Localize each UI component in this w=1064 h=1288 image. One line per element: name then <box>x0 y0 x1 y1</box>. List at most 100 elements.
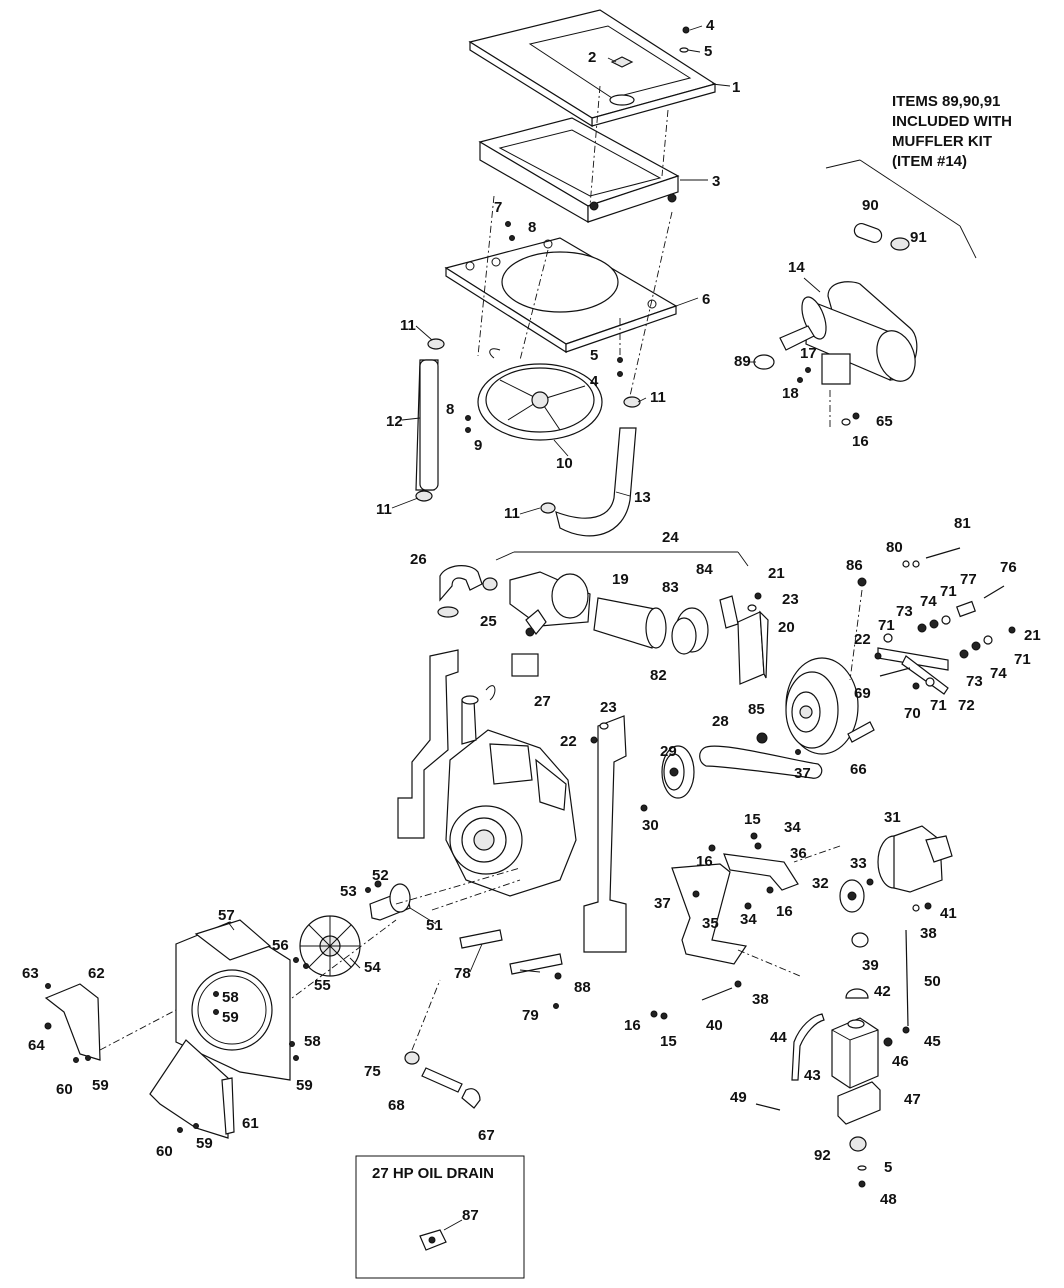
callout-11b: 11 <box>650 389 666 406</box>
part-62-guard <box>44 983 101 1061</box>
part-41-nut <box>924 902 932 910</box>
part-25-clamp <box>437 606 459 618</box>
callout-63: 63 <box>22 965 39 982</box>
part-14-muffler <box>779 281 918 385</box>
part-53-screw <box>365 887 371 893</box>
callout-51: 51 <box>426 917 443 934</box>
callout-41: 41 <box>940 905 957 922</box>
part-63-screw <box>45 983 51 989</box>
callout-45: 45 <box>924 1033 941 1050</box>
part-81-bolt <box>925 547 961 559</box>
muffler-kit-note-line-4: (ITEM #14) <box>892 153 967 170</box>
part-61-guard <box>149 1039 235 1139</box>
part-16-washer-c <box>650 1010 658 1018</box>
part-73-nut-b <box>959 649 969 659</box>
callout-75: 75 <box>364 1063 381 1080</box>
part-27-bowl <box>511 653 539 677</box>
part-8-washer <box>509 235 515 241</box>
callout-20: 20 <box>778 619 795 636</box>
part-5-washer-b <box>617 357 623 363</box>
part-37-screw-a <box>795 749 801 755</box>
callout-8a: 8 <box>528 219 536 236</box>
callout-4a: 4 <box>706 17 715 34</box>
callout-90: 90 <box>862 197 879 214</box>
callout-31: 31 <box>884 809 901 826</box>
part-90-pipe-stub <box>853 223 883 243</box>
callout-77: 77 <box>960 571 977 588</box>
part-32-pulley <box>839 879 865 913</box>
part-23-washer-b <box>599 722 609 730</box>
callout-58b: 58 <box>304 1033 321 1050</box>
part-57-shroud <box>175 919 291 1081</box>
part-56-screw <box>293 957 299 963</box>
part-88-washer <box>554 972 562 980</box>
callout-8b: 8 <box>446 401 454 418</box>
callout-32: 32 <box>812 875 829 892</box>
callout-17: 17 <box>800 345 817 362</box>
callout-79: 79 <box>522 1007 539 1024</box>
part-33-key <box>866 878 874 886</box>
callout-62: 62 <box>88 965 105 982</box>
part-86-nut <box>857 577 867 587</box>
callout-60b: 60 <box>156 1143 173 1160</box>
part-60-screw-b <box>177 1127 183 1133</box>
part-18-nut <box>797 377 803 383</box>
callout-92: 92 <box>814 1147 831 1164</box>
part-66-clutch <box>785 657 875 755</box>
callout-66: 66 <box>850 761 867 778</box>
callout-9: 9 <box>474 437 482 454</box>
callout-25: 25 <box>480 613 497 630</box>
callout-82: 82 <box>650 667 667 684</box>
part-59-nut-c <box>85 1055 91 1061</box>
callout-7: 7 <box>494 199 502 216</box>
callout-14: 14 <box>788 259 805 276</box>
callout-78: 78 <box>454 965 471 982</box>
callout-15b: 15 <box>660 1033 677 1050</box>
part-52-washer <box>374 880 382 888</box>
part-74-spacer-a <box>929 619 939 629</box>
callout-47: 47 <box>904 1091 921 1108</box>
part-80-washer-a <box>902 560 910 568</box>
part-69-bolt <box>879 667 911 677</box>
part-15-bolt-a <box>750 832 758 840</box>
part-75-fitting <box>404 1051 420 1065</box>
part-78-plates <box>459 929 563 975</box>
part-77-spacer <box>956 600 976 618</box>
part-13-hose <box>555 427 637 537</box>
part-35-bracket <box>671 863 748 965</box>
part-8-washer-b <box>465 415 471 421</box>
part-34-screw-a <box>754 842 762 850</box>
part-12-hose <box>415 359 439 491</box>
part-45-fitting <box>902 1026 910 1034</box>
callout-36: 36 <box>790 845 807 862</box>
part-43-reservoir <box>831 1017 879 1089</box>
callout-55: 55 <box>314 977 331 994</box>
callout-67: 67 <box>478 1127 495 1144</box>
callout-12: 12 <box>386 413 403 430</box>
engine-bracket-left <box>397 649 459 839</box>
callout-68: 68 <box>388 1097 405 1114</box>
callout-65: 65 <box>876 413 893 430</box>
part-16-washer-b <box>766 886 774 894</box>
part-83-coupling <box>671 607 709 655</box>
part-65-bolt <box>852 412 860 420</box>
part-16-washer <box>841 418 851 426</box>
callout-3: 3 <box>712 173 720 190</box>
callout-86: 86 <box>846 557 863 574</box>
callout-39: 39 <box>862 957 879 974</box>
part-54-fan <box>299 915 361 977</box>
part-27-valve <box>525 627 535 637</box>
part-73-nut-a <box>917 623 927 633</box>
callout-76: 76 <box>1000 559 1017 576</box>
callout-38b: 38 <box>752 991 769 1008</box>
part-85-bushing <box>756 732 768 744</box>
part-29-pulley <box>661 745 695 799</box>
callout-34a: 34 <box>784 819 801 836</box>
callout-71b: 71 <box>940 583 957 600</box>
part-60-screw-a <box>73 1057 79 1063</box>
muffler-kit-bracket-line <box>825 159 861 169</box>
callout-5c: 5 <box>884 1159 892 1176</box>
part-4-screw <box>682 26 690 34</box>
callout-56: 56 <box>272 937 289 954</box>
